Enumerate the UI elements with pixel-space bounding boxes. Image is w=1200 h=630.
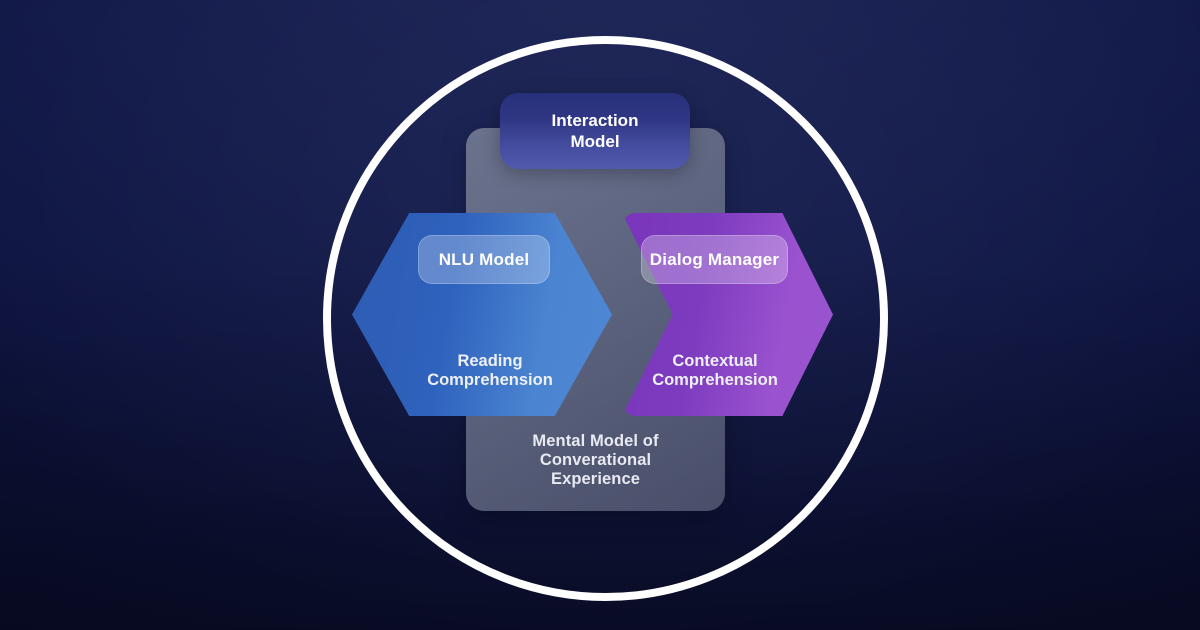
contextual-comprehension-chevron [622, 213, 833, 416]
chevron-blue-shape [352, 213, 612, 416]
mental-model-label: Mental Model of Converational Experience [532, 432, 659, 488]
reading-comprehension-chevron [352, 213, 612, 416]
nlu-model-pill: NLU Model [418, 235, 550, 284]
outer-circle-ring [323, 36, 888, 601]
dialog-manager-pill: Dialog Manager [641, 235, 788, 284]
contextual-comprehension-label: Contextual Comprehension [652, 352, 778, 389]
reading-comprehension-label: Reading Comprehension [427, 352, 553, 389]
interaction-model-pill: Interaction Model [500, 93, 690, 169]
